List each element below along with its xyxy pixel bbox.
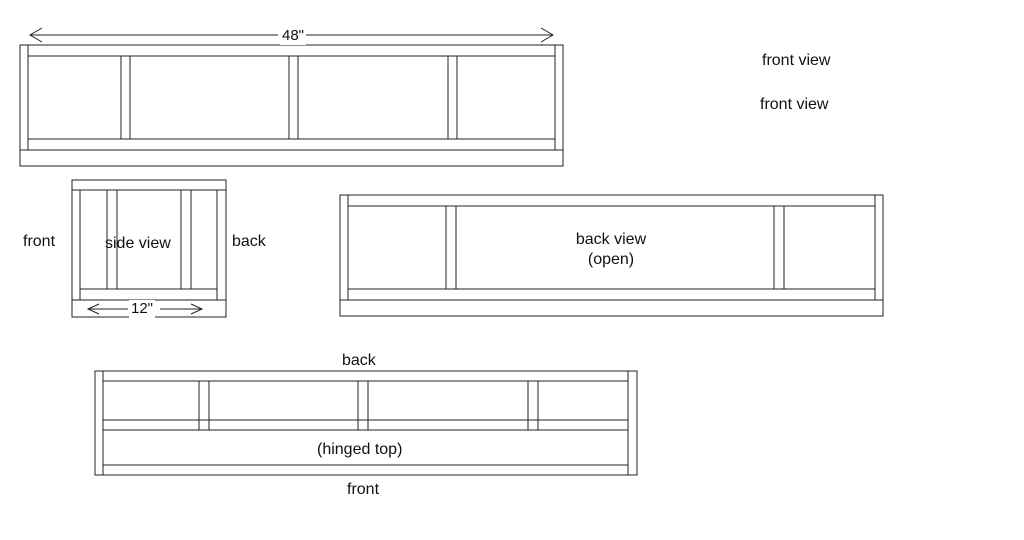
top-front-label: front xyxy=(347,481,380,498)
hinged-top-label: (hinged top) xyxy=(317,441,403,458)
side-view-label: side view xyxy=(105,235,171,252)
back-view-open-label: (open) xyxy=(587,251,635,268)
width-dimension-label: 48" xyxy=(280,27,307,45)
front-view-label-duplicate: front view xyxy=(760,96,829,113)
front-view-label: front view xyxy=(762,52,831,69)
width-dimension-arrow xyxy=(29,27,554,43)
top-back-label: back xyxy=(342,352,376,369)
back-view-drawing xyxy=(339,194,884,317)
side-front-label: front xyxy=(23,233,56,250)
back-view-label: back view xyxy=(575,231,647,248)
depth-dimension-arrow xyxy=(86,303,204,315)
front-view-drawing xyxy=(19,44,564,167)
side-back-label: back xyxy=(232,233,266,250)
depth-dimension-label: 12" xyxy=(129,300,156,318)
top-view-drawing xyxy=(94,370,638,476)
